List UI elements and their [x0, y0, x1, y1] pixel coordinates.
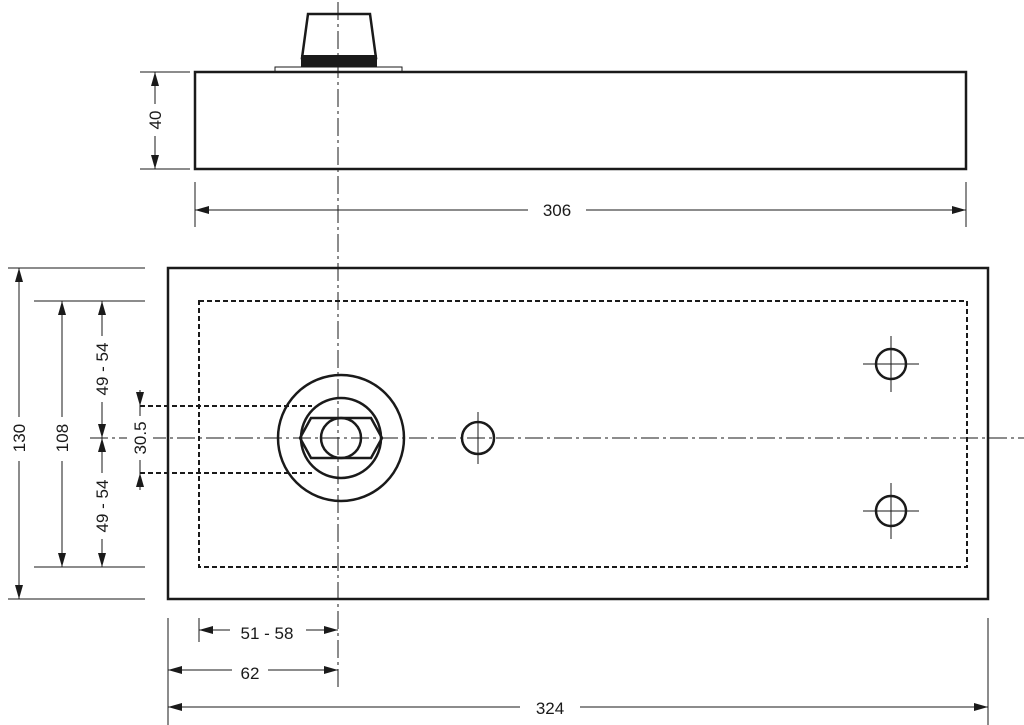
- fixing-hole-top-right: [863, 336, 919, 392]
- dim-label-108: 108: [53, 424, 72, 452]
- dim-plan-height-outer: 130: [6, 267, 145, 600]
- fixing-hole-bottom-right: [863, 483, 919, 539]
- spindle-cap: [300, 12, 378, 60]
- arrow-head: [168, 703, 182, 711]
- arrow-head: [168, 666, 182, 674]
- spindle-pivot: [319, 416, 363, 460]
- arrow-head: [15, 585, 23, 599]
- arrow-head: [136, 473, 144, 487]
- dim-label-49-54-upper: 49 - 54: [93, 343, 112, 396]
- arrow-head: [98, 438, 106, 452]
- arrow-head: [136, 392, 144, 406]
- dim-spindle-width: 30.5: [127, 390, 153, 490]
- dim-side-length: 306: [194, 182, 967, 227]
- plan-view: [90, 266, 1024, 601]
- arrow-head: [974, 703, 988, 711]
- arrow-head: [15, 268, 23, 282]
- arrow-head: [98, 301, 106, 315]
- spindle-outer-ring: [276, 373, 406, 503]
- arrow-head: [58, 553, 66, 567]
- plan-view-box-outline: [198, 300, 968, 568]
- arrow-head: [58, 301, 66, 315]
- arrow-head: [952, 206, 966, 214]
- dim-offset-upper-lower: 49 - 54 49 - 54: [89, 301, 115, 567]
- arrow-head: [324, 626, 338, 634]
- dim-label-40: 40: [146, 111, 165, 130]
- dim-label-62: 62: [241, 664, 260, 683]
- arrow-head: [98, 424, 106, 438]
- arrow-head: [199, 626, 213, 634]
- dim-label-51-58: 51 - 58: [241, 624, 294, 643]
- side-view-body: [193, 70, 968, 171]
- arrow-head: [151, 155, 159, 169]
- plan-view-cover: [166, 266, 990, 601]
- dim-label-130: 130: [10, 424, 29, 452]
- dim-label-49-54-lower: 49 - 54: [93, 480, 112, 533]
- dim-side-height: 40: [140, 71, 190, 170]
- spindle-square: [298, 416, 384, 460]
- side-view: [193, 12, 968, 171]
- spindle-cap-band: [301, 55, 377, 67]
- dim-spindle-offset-range: 51 - 58: [198, 618, 338, 643]
- dim-label-30-5: 30.5: [131, 421, 150, 454]
- dim-label-306: 306: [543, 201, 571, 220]
- arrow-head: [195, 206, 209, 214]
- fixing-hole-center: [460, 412, 496, 464]
- dim-plan-height-inner: 108: [34, 300, 145, 568]
- arrow-head: [151, 72, 159, 86]
- dim-label-324: 324: [536, 699, 564, 718]
- dim-plan-length: 324: [168, 618, 989, 725]
- arrow-head: [98, 553, 106, 567]
- arrow-head: [324, 666, 338, 674]
